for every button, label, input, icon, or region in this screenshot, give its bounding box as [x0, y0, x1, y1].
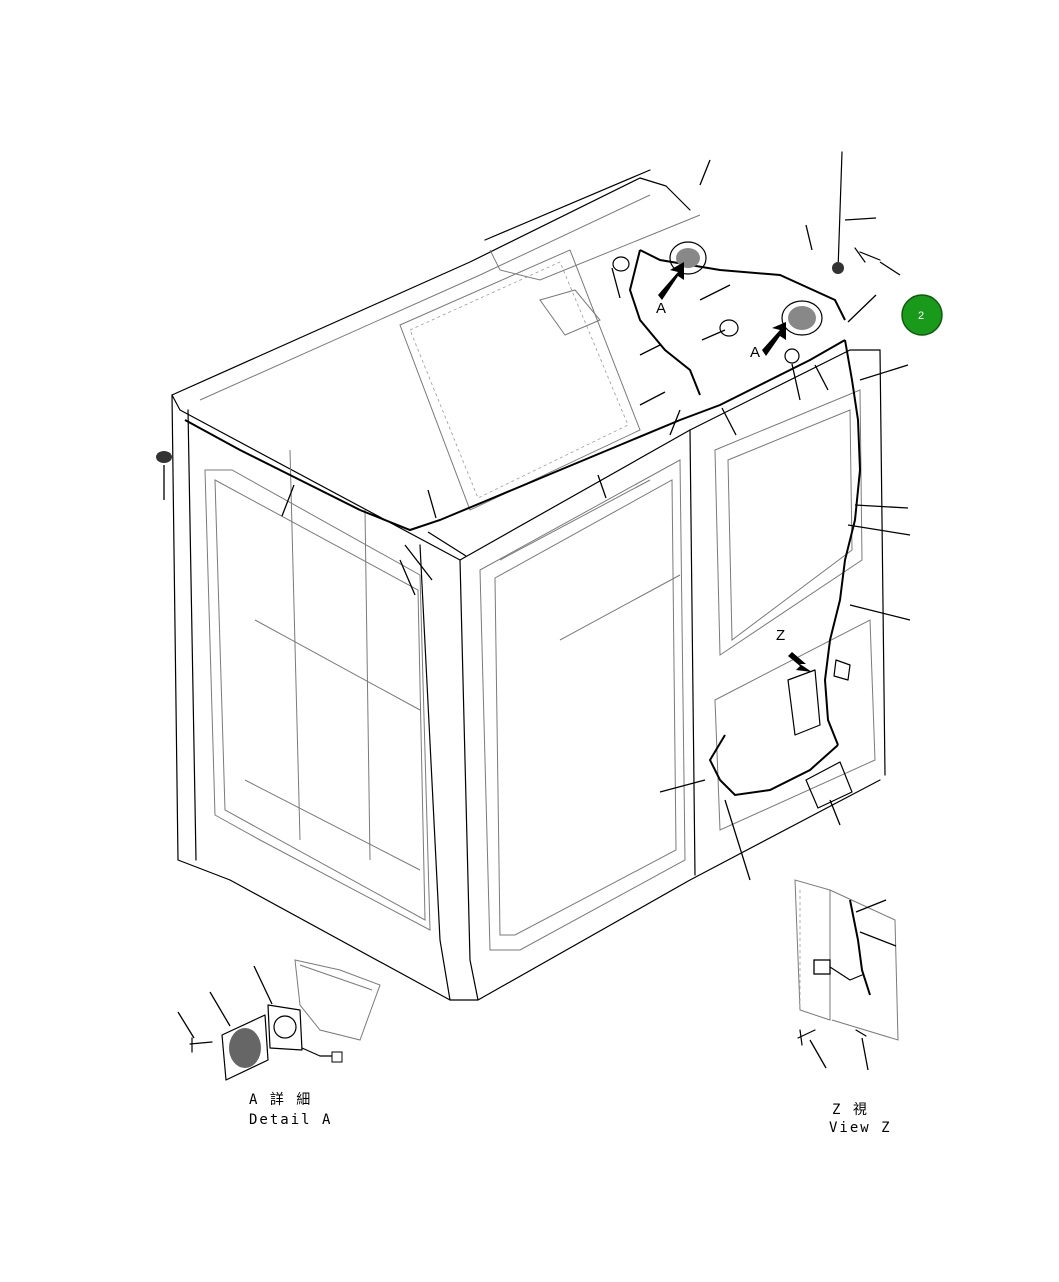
speaker-left — [669, 241, 707, 275]
detail-a-title-en: Detail A — [249, 1112, 332, 1128]
wire-harness — [184, 249, 862, 797]
controller-box — [787, 659, 853, 809]
bolt-icon — [854, 247, 881, 263]
clip-icon — [855, 1029, 867, 1037]
view-z-title-en: View Z — [829, 1120, 892, 1136]
arrow-z: Z — [776, 627, 812, 672]
view-z: Z 視 View Z — [794, 879, 899, 1136]
grommet-icon — [719, 319, 739, 337]
bolt-icon — [189, 1037, 213, 1053]
callout-badge[interactable]: 2 — [901, 294, 943, 336]
grommet-icon — [784, 348, 800, 364]
grommet-icon — [612, 256, 630, 272]
speaker-grille-plate — [221, 1014, 269, 1081]
svg-text:Z: Z — [776, 627, 785, 644]
speaker-grille-icon — [229, 1028, 261, 1068]
antenna-icon — [837, 151, 843, 271]
arrow-a-right: A — [750, 322, 786, 361]
bolt-icon — [797, 1029, 816, 1046]
view-z-title-jp: Z 視 — [832, 1102, 869, 1118]
speaker-right — [781, 300, 823, 336]
svg-text:A: A — [656, 300, 666, 317]
cap-icon — [156, 451, 172, 463]
arrow-a-left: A — [656, 262, 684, 317]
detail-a-title-jp: A 詳 細 — [249, 1092, 312, 1108]
cab-frame — [171, 169, 886, 1001]
detail-a: A 詳 細 Detail A — [177, 959, 381, 1128]
svg-text:A: A — [750, 344, 760, 361]
leader-lines — [163, 159, 911, 881]
badge-number: 2 — [918, 310, 924, 322]
badge-circle — [901, 294, 943, 336]
